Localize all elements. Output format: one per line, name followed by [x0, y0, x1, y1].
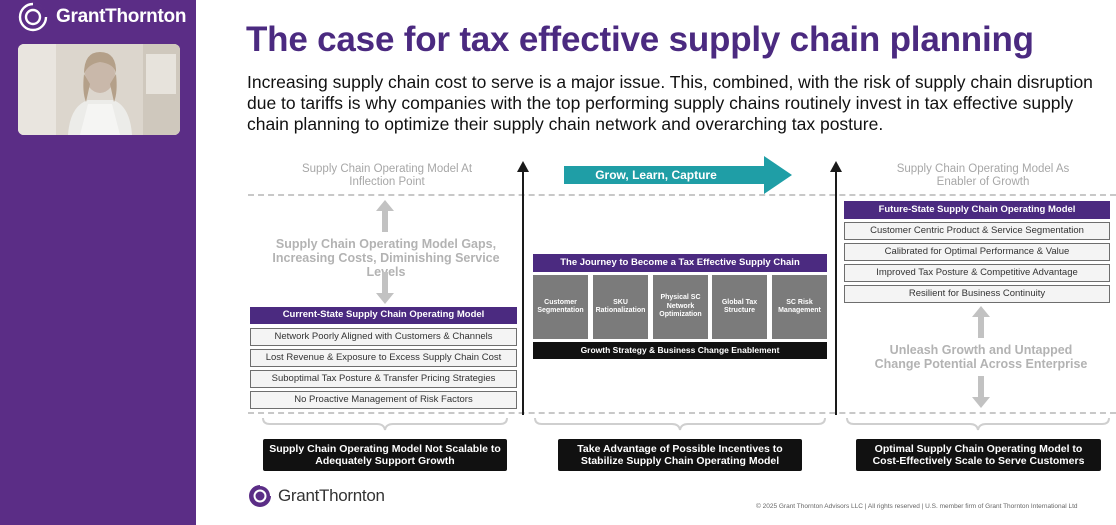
- future-state-item: Calibrated for Optimal Performance & Val…: [844, 243, 1110, 261]
- journey-step: SC Risk Management: [772, 275, 827, 339]
- arrow-up-icon: [972, 306, 990, 338]
- slide-title: The case for tax effective supply chain …: [246, 20, 1034, 59]
- future-state-item: Customer Centric Product & Service Segme…: [844, 222, 1110, 240]
- right-column-heading: Supply Chain Operating Model As Enabler …: [896, 163, 1070, 188]
- speaker-video[interactable]: [18, 44, 180, 135]
- journey-step: Customer Segmentation: [533, 275, 588, 339]
- grant-thornton-logo-icon: [18, 2, 48, 32]
- current-state-item: Suboptimal Tax Posture & Transfer Pricin…: [250, 370, 517, 388]
- slide: The case for tax effective supply chain …: [196, 0, 1116, 525]
- left-column-heading: Supply Chain Operating Model At Inflecti…: [301, 163, 473, 188]
- speaker-video-image: [18, 44, 180, 135]
- journey-step: Physical SC Network Optimization: [653, 275, 708, 339]
- right-callout: Optimal Supply Chain Operating Model to …: [856, 439, 1101, 471]
- brand-name: GrantThornton: [56, 6, 187, 27]
- future-state-item: Improved Tax Posture & Competitive Advan…: [844, 264, 1110, 282]
- grow-learn-capture-label: Grow, Learn, Capture: [595, 168, 717, 182]
- journey-header: The Journey to Become a Tax Effective Su…: [533, 254, 827, 272]
- middle-callout: Take Advantage of Possible Incentives to…: [558, 439, 802, 471]
- journey-step: SKU Rationalization: [593, 275, 648, 339]
- left-bracket: [262, 417, 508, 431]
- future-state-header: Future-State Supply Chain Operating Mode…: [844, 201, 1110, 219]
- top-dashed-line: [248, 194, 1116, 196]
- right-bracket: [846, 417, 1110, 431]
- arrow-up-icon: [376, 200, 394, 232]
- arrow-down-icon: [376, 272, 394, 304]
- brand: GrantThornton: [18, 2, 186, 32]
- journey-step: Global Tax Structure: [712, 275, 767, 339]
- bottom-dashed-line: [248, 412, 1116, 414]
- future-state-item: Resilient for Business Continuity: [844, 285, 1110, 303]
- current-state-item: No Proactive Management of Risk Factors: [250, 391, 517, 409]
- current-state-item: Network Poorly Aligned with Customers & …: [250, 328, 517, 346]
- footer-brand-name: GrantThornton: [278, 486, 385, 505]
- copyright-text: © 2025 Grant Thornton Advisors LLC | All…: [756, 503, 1078, 510]
- current-state-item: Lost Revenue & Exposure to Excess Supply…: [250, 349, 517, 367]
- sidebar: GrantThornton: [0, 0, 196, 525]
- right-unleash-text: Unleash Growth and Untapped Change Poten…: [874, 343, 1088, 371]
- enablement-bar: Growth Strategy & Business Change Enable…: [533, 342, 827, 359]
- middle-bracket: [534, 417, 826, 431]
- divider-arrow-right: [830, 161, 842, 415]
- slide-subtitle: Increasing supply chain cost to serve is…: [247, 72, 1093, 134]
- arrow-down-icon: [972, 376, 990, 408]
- current-state-header: Current-State Supply Chain Operating Mod…: [250, 307, 517, 324]
- left-callout: Supply Chain Operating Model Not Scalabl…: [263, 439, 507, 471]
- footer-brand: GrantThornton: [248, 483, 385, 509]
- grant-thornton-logo-icon: [249, 484, 272, 507]
- grow-arrow-icon: [564, 156, 792, 194]
- divider-arrow-left: [517, 161, 529, 415]
